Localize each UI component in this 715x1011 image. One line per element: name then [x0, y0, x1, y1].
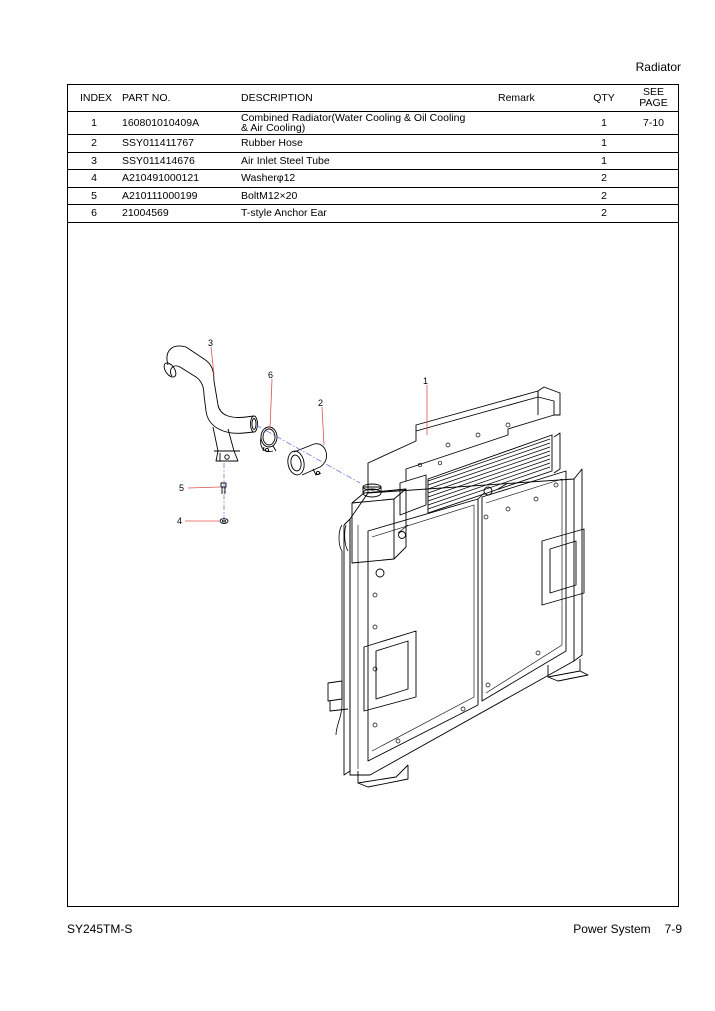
footer-chapter: Power System: [573, 922, 651, 936]
description-line: Combined Radiator(Water Cooling & Oil Co…: [241, 112, 466, 124]
row-index: 2: [68, 134, 120, 153]
description-line: & Air Cooling): [241, 122, 306, 134]
table-row: 6 21004569 T-style Anchor Ear 2: [68, 204, 678, 223]
parts-table: INDEX PART NO. DESCRIPTION Remark QTY SE…: [68, 85, 678, 223]
row-partno: SSY011414676: [120, 152, 241, 170]
table-row: 5 A210111000199 BoltM12×20 2: [68, 187, 678, 205]
callout-6: 6: [268, 370, 273, 380]
row-index: 4: [68, 169, 120, 188]
row-qty: 1: [579, 111, 629, 135]
air-inlet-steel-tube: [163, 345, 258, 462]
row-partno: A210111000199: [120, 187, 241, 205]
combined-radiator: [327, 386, 589, 788]
row-qty: 2: [579, 204, 629, 223]
col-partno-header: PART NO.: [120, 85, 241, 112]
col-seepage-header: SEE PAGE: [629, 85, 678, 112]
table-row: 2 SSY011411767 Rubber Hose 1: [68, 134, 678, 153]
row-description: Rubber Hose: [241, 134, 498, 153]
radiator-exploded-view: 1 2 3 4 5 6: [163, 338, 589, 788]
callout-2: 2: [318, 398, 323, 408]
row-partno: A210491000121: [120, 169, 241, 188]
section-title: Radiator: [635, 60, 681, 74]
row-remark: [498, 152, 579, 170]
col-index-header: INDEX: [68, 85, 120, 112]
row-description: T-style Anchor Ear: [241, 204, 498, 223]
row-remark: [498, 111, 579, 135]
row-seepage: [629, 187, 678, 205]
page-frame: INDEX PART NO. DESCRIPTION Remark QTY SE…: [67, 84, 679, 907]
callout-5: 5: [179, 483, 184, 493]
row-description: BoltM12×20: [241, 187, 498, 205]
col-qty-header: QTY: [579, 85, 629, 112]
footer-page-info: Power System 7-9: [573, 922, 682, 936]
footer-page-number: 7-9: [664, 922, 682, 936]
callout-1: 1: [423, 376, 428, 386]
row-description: Combined Radiator(Water Cooling & Oil Co…: [241, 111, 498, 135]
row-remark: [498, 169, 579, 188]
table-row: 3 SSY011414676 Air Inlet Steel Tube 1: [68, 152, 678, 170]
row-partno: 21004569: [120, 204, 241, 223]
col-description-header: DESCRIPTION: [241, 85, 498, 112]
row-seepage: [629, 152, 678, 170]
table-header-row: INDEX PART NO. DESCRIPTION Remark QTY SE…: [68, 85, 678, 112]
bolt-m12: [220, 482, 227, 494]
callout-3: 3: [208, 338, 213, 348]
row-description: Washerφ12: [241, 169, 498, 188]
row-qty: 1: [579, 134, 629, 153]
row-index: 1: [68, 111, 120, 135]
row-partno: SSY011411767: [120, 134, 241, 153]
page-label: PAGE: [639, 97, 668, 109]
row-seepage: 7-10: [629, 111, 678, 135]
assembly-centerline: [255, 424, 361, 484]
see-label: SEE: [642, 86, 664, 98]
col-remark-header: Remark: [498, 85, 579, 112]
row-index: 3: [68, 152, 120, 170]
row-qty: 1: [579, 152, 629, 170]
row-seepage: [629, 134, 678, 153]
row-qty: 2: [579, 187, 629, 205]
row-remark: [498, 134, 579, 153]
table-row: 4 A210491000121 Washerφ12 2: [68, 169, 678, 188]
row-index: 6: [68, 204, 120, 223]
row-seepage: [629, 204, 678, 223]
footer-model: SY245TM-S: [67, 922, 133, 936]
t-style-anchor-ear: [260, 426, 278, 453]
row-partno: 160801010409A: [120, 111, 241, 135]
row-seepage: [629, 169, 678, 188]
row-remark: [498, 187, 579, 205]
callout-4: 4: [177, 516, 182, 526]
row-qty: 2: [579, 169, 629, 188]
callout-leaders: [185, 346, 428, 522]
row-remark: [498, 204, 579, 223]
table-row: 1 160801010409A Combined Radiator(Water …: [68, 111, 678, 135]
row-description: Air Inlet Steel Tube: [241, 152, 498, 170]
rubber-hose: [287, 443, 327, 476]
row-index: 5: [68, 187, 120, 205]
